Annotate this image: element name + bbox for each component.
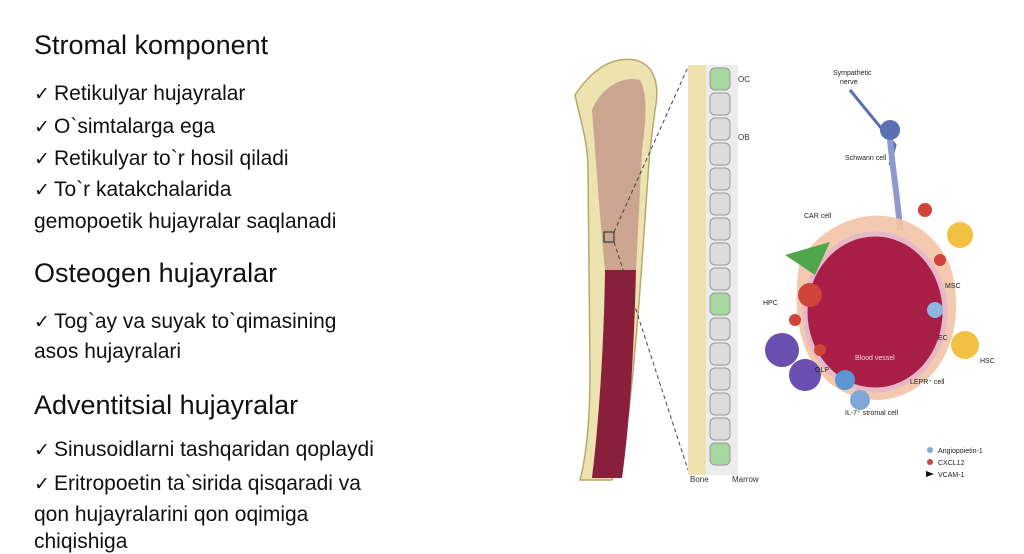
marrow-cell	[709, 442, 731, 466]
bullet-continuation: qon hujayralarini qon oqimiga	[34, 503, 309, 526]
angiopoietin-marker	[927, 447, 933, 453]
check-icon: ✓	[34, 149, 50, 170]
heading-adventitsial: Adventitsial hujayralar	[34, 390, 299, 420]
check-icon: ✓	[34, 440, 50, 461]
check-icon: ✓	[34, 474, 50, 495]
zoom-line	[613, 66, 689, 233]
marrow-cell	[709, 367, 731, 391]
label-blood-vessel: Blood vessel	[855, 355, 895, 362]
marrow-cell	[709, 167, 731, 191]
legend-angiopoietin: Angiopoietin-1	[938, 448, 983, 455]
label-msc: MSC	[945, 283, 961, 290]
cxcl12-marker	[927, 459, 933, 465]
hpc-cell	[765, 333, 799, 367]
blood-vessel	[802, 231, 948, 393]
label-ec: EC	[938, 335, 948, 342]
check-icon: ✓	[34, 312, 50, 333]
marrow-cell	[709, 67, 731, 91]
label-ob: OB	[738, 133, 750, 142]
bullet-continuation: gemopoetik hujayralar saqlanadi	[34, 210, 337, 233]
label-hpc: HPC	[763, 300, 778, 307]
label-oc: OC	[738, 75, 750, 84]
bone-marrow-niche-figure: OC OB Bone Marrow Sympathetic nerve Schw…	[574, 58, 995, 484]
bullet-item: ✓O`simtalarga ega	[34, 115, 216, 138]
label-il7: IL-7⁺ stromal cell	[845, 410, 899, 417]
bullet-item: ✓To`r katakchalarida	[34, 178, 232, 201]
check-icon: ✓	[34, 180, 50, 201]
bone-illustration	[574, 58, 658, 481]
bullet-item: ✓Sinusoidlarni tashqaridan qoplaydi	[34, 438, 374, 461]
legend-vcam: VCAM-1	[938, 472, 965, 479]
vcam-marker	[926, 471, 934, 477]
marrow-cell	[709, 342, 731, 366]
olp-cell	[835, 370, 855, 390]
niche-illustration	[765, 89, 979, 410]
marrow-cell	[709, 217, 731, 241]
marrow-cell	[709, 292, 731, 316]
hsc-cell	[951, 331, 979, 359]
marrow-cell	[709, 142, 731, 166]
figure-legend: Angiopoietin-1 CXCL12 VCAM-1	[926, 447, 983, 479]
label-schwann: Schwann cell	[845, 155, 887, 162]
bullet-item: ✓Retikulyar to`r hosil qiladi	[34, 147, 289, 170]
label-nerve: nerve	[840, 79, 858, 86]
heading-osteogen: Osteogen hujayralar	[34, 258, 278, 288]
marrow-cell	[709, 192, 731, 216]
check-icon: ✓	[34, 84, 50, 105]
bone-marrow-strip	[688, 65, 738, 475]
legend-cxcl12: CXCL12	[938, 460, 965, 467]
label-olp: OLP	[815, 367, 829, 374]
label-hsc: HSC	[980, 358, 995, 365]
car-cell	[785, 242, 830, 275]
marrow-cell	[709, 117, 731, 141]
label-car: CAR cell	[804, 213, 832, 220]
marrow-cell	[709, 392, 731, 416]
zoom-line	[613, 241, 689, 471]
bullet-item: ✓Eritropoetin ta`sirida qisqaradi va	[34, 472, 361, 495]
label-marrow: Marrow	[732, 475, 759, 484]
marrow-cell	[709, 417, 731, 441]
marrow-cell	[709, 317, 731, 341]
marrow-cell	[709, 92, 731, 116]
sympathetic-nerve-cell	[880, 120, 900, 140]
check-icon: ✓	[34, 117, 50, 138]
bullet-continuation: chiqishiga	[34, 530, 128, 553]
bullet-item: ✓Tog`ay va suyak to`qimasining	[34, 310, 337, 333]
bullet-continuation: asos hujayralari	[34, 340, 182, 363]
heading-stromal: Stromal komponent	[34, 30, 269, 60]
label-lepr: LEPR⁺ cell	[910, 379, 945, 386]
marrow-cell	[709, 242, 731, 266]
marrow-cell	[709, 267, 731, 291]
label-sympathetic: Sympathetic	[833, 70, 872, 77]
bullet-item: ✓Retikulyar hujayralar	[34, 82, 246, 105]
label-bone: Bone	[690, 475, 709, 484]
